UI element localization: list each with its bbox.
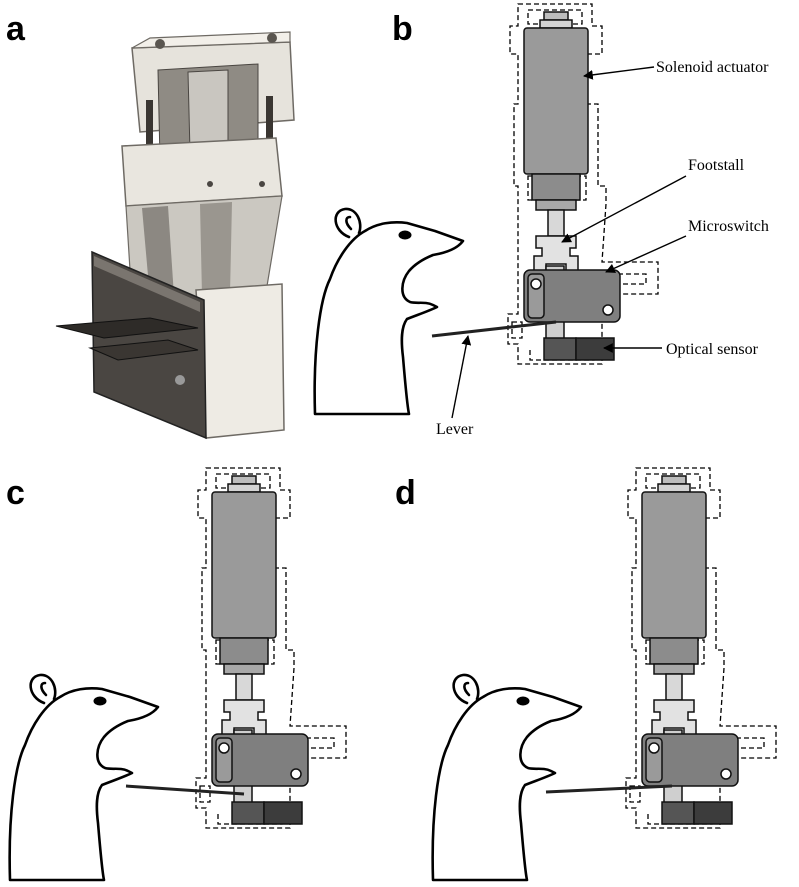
panel-letter-b: b bbox=[392, 10, 413, 48]
rat-c bbox=[8, 673, 160, 882]
label-lever: Lever bbox=[436, 421, 474, 438]
panel-b: b Solenoid actuator Footstall Microswitc… bbox=[313, 3, 769, 438]
lever-c bbox=[125, 784, 245, 796]
lever-b bbox=[431, 320, 557, 338]
device-photo bbox=[55, 31, 295, 440]
panel-letter-c: c bbox=[6, 474, 25, 512]
rat-b bbox=[313, 207, 465, 416]
panel-a: a bbox=[6, 10, 295, 440]
rat-d bbox=[431, 673, 583, 882]
label-optical-sensor: Optical sensor bbox=[666, 341, 759, 358]
panel-letter-d: d bbox=[395, 474, 416, 512]
apparatus-b bbox=[507, 3, 659, 365]
panel-c: c bbox=[6, 467, 347, 882]
apparatus-d bbox=[625, 467, 777, 829]
arrow-microswitch bbox=[605, 235, 687, 273]
label-footstall: Footstall bbox=[688, 157, 745, 174]
panel-letter-a: a bbox=[6, 10, 26, 48]
label-microswitch: Microswitch bbox=[688, 218, 769, 235]
arrow-solenoid bbox=[583, 66, 655, 80]
arrow-footstall bbox=[561, 175, 687, 243]
apparatus-c bbox=[195, 467, 347, 829]
panel-d: d bbox=[395, 467, 777, 882]
lever-d bbox=[545, 784, 673, 794]
label-solenoid-actuator: Solenoid actuator bbox=[656, 59, 769, 76]
arrow-lever bbox=[451, 335, 472, 419]
